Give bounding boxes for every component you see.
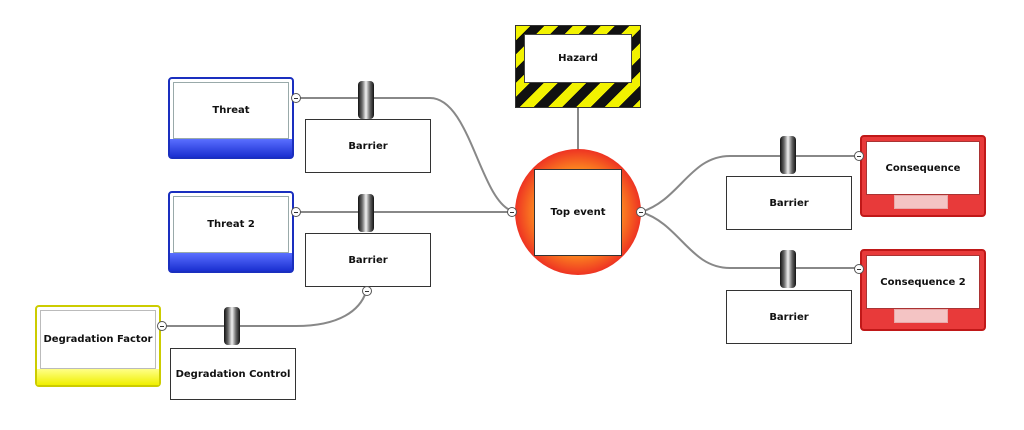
barrier-1-cylinder-icon [358,81,374,119]
threat-2-label-box: Threat 2 [173,196,289,253]
threat-2-color-band [170,253,292,271]
barrier-4-label: Barrier [769,311,809,323]
threat-2-label: Threat 2 [207,219,255,230]
barrier-1-label: Barrier [348,140,388,152]
consequence-1-strip [894,195,948,209]
connector-top-to-consequence2 [640,211,858,269]
top-event-left-collapse-icon[interactable] [507,207,517,217]
degradation-control-cylinder-icon [224,307,240,345]
barrier-2-collapse-icon[interactable] [362,286,372,296]
degradation-factor-label: Degradation Factor [43,334,153,345]
hazard-label-box: Hazard [524,34,632,83]
degradation-factor-node[interactable]: Degradation Factor [35,305,161,387]
barrier-node-1[interactable]: Barrier [305,119,431,173]
top-event-right-collapse-icon[interactable] [636,207,646,217]
connector-top-to-consequence [640,155,858,213]
hazard-node[interactable]: Hazard [515,25,641,108]
threat-1-color-band [170,139,292,157]
consequence-node-2[interactable]: Consequence 2 [860,249,986,331]
consequence-node-1[interactable]: Consequence [860,135,986,217]
consequence-1-collapse-icon[interactable] [854,151,864,161]
consequence-2-label: Consequence 2 [880,276,966,288]
consequence-2-strip [894,309,948,323]
barrier-node-4[interactable]: Barrier [726,290,852,344]
barrier-4-cylinder-icon [780,250,796,288]
threat-node-1[interactable]: Threat [168,77,294,159]
degradation-control-node[interactable]: Degradation Control [170,348,296,400]
degradation-factor-label-box: Degradation Factor [40,310,156,369]
barrier-2-cylinder-icon [358,194,374,232]
barrier-node-3[interactable]: Barrier [726,176,852,230]
hazard-label: Hazard [558,53,598,64]
degradation-factor-color-band [37,369,159,385]
consequence-2-label-box: Consequence 2 [866,255,980,309]
threat-1-collapse-icon[interactable] [291,93,301,103]
connector-threat-to-top [296,97,513,212]
top-event-label: Top event [550,207,606,218]
top-event-node[interactable]: Top event [534,169,622,256]
degradation-control-label: Degradation Control [175,368,291,380]
connector-degradation [162,291,367,327]
consequence-1-label: Consequence [885,162,961,174]
threat-1-label: Threat [212,105,250,116]
threat-1-label-box: Threat [173,82,289,139]
barrier-3-label: Barrier [769,197,809,209]
consequence-2-collapse-icon[interactable] [854,264,864,274]
threat-2-collapse-icon[interactable] [291,207,301,217]
barrier-node-2[interactable]: Barrier [305,233,431,287]
barrier-3-cylinder-icon [780,136,796,174]
threat-node-2[interactable]: Threat 2 [168,191,294,273]
consequence-1-label-box: Consequence [866,141,980,195]
barrier-2-label: Barrier [348,254,388,266]
degradation-factor-collapse-icon[interactable] [157,321,167,331]
